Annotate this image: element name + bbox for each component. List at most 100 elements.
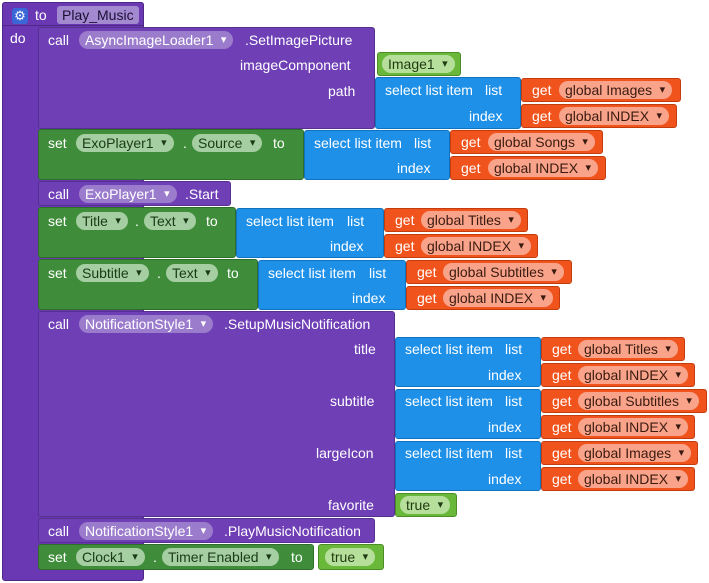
variable-dropdown[interactable]: global Titles: [421, 211, 521, 229]
true-logic-block[interactable]: true: [395, 493, 457, 517]
true-logic-block[interactable]: true: [318, 544, 384, 570]
set-subtitle-text-block[interactable]: set Subtitle . Text to: [38, 259, 258, 310]
select-list-item-block[interactable]: select list item list index: [395, 441, 541, 491]
get-keyword: get: [395, 212, 415, 228]
select-list-item-label: select list item: [314, 135, 402, 151]
get-keyword: get: [552, 367, 572, 383]
select-list-item-block[interactable]: select list item list index: [375, 77, 521, 129]
component-dropdown-asyncimageloader[interactable]: AsyncImageLoader1: [79, 31, 234, 49]
variable-dropdown[interactable]: global INDEX: [443, 289, 554, 307]
get-variable-block[interactable]: get global Titles: [541, 337, 685, 361]
method-label: .SetImagePicture: [245, 32, 353, 48]
set-keyword: set: [48, 213, 67, 229]
call-setupmusicnotification-block[interactable]: call NotificationStyle1 .SetupMusicNotif…: [38, 311, 395, 517]
call-setimagepicture-block[interactable]: call AsyncImageLoader1 .SetImagePicture …: [38, 27, 375, 129]
get-variable-block[interactable]: get global INDEX: [541, 363, 695, 387]
procedure-name-field[interactable]: Play_Music: [57, 6, 139, 24]
property-dropdown-text[interactable]: Text: [166, 264, 218, 282]
property-dropdown-text[interactable]: Text: [144, 212, 196, 230]
variable-dropdown[interactable]: global Images: [578, 444, 692, 462]
get-variable-block[interactable]: get global Subtitles: [406, 260, 572, 284]
set-exoplayer-source-block[interactable]: set ExoPlayer1 . Source to: [38, 129, 304, 180]
variable-dropdown[interactable]: global Images: [559, 81, 673, 99]
get-keyword: get: [417, 290, 437, 306]
select-list-item-block[interactable]: select list item list index: [304, 130, 450, 180]
get-variable-block[interactable]: get global Titles: [384, 208, 528, 232]
select-list-item-label: select list item: [405, 445, 493, 461]
boolean-dropdown[interactable]: true: [400, 496, 451, 514]
variable-dropdown[interactable]: global INDEX: [578, 470, 689, 488]
do-keyword: do: [10, 30, 26, 46]
list-socket-label: list: [414, 135, 432, 151]
variable-dropdown[interactable]: global Titles: [578, 340, 678, 358]
index-socket-label: index: [488, 367, 522, 383]
get-variable-block[interactable]: get global INDEX: [541, 467, 695, 491]
property-dropdown-source[interactable]: Source: [192, 134, 263, 152]
get-variable-block[interactable]: get global Images: [541, 441, 698, 465]
select-list-item-label: select list item: [405, 393, 493, 409]
variable-dropdown[interactable]: global Subtitles: [443, 263, 564, 281]
select-list-item-label: select list item: [246, 213, 334, 229]
list-socket-label: list: [505, 445, 523, 461]
set-keyword: set: [48, 265, 67, 281]
variable-dropdown[interactable]: global INDEX: [578, 418, 689, 436]
call-playmusicnotification-block[interactable]: call NotificationStyle1 .PlayMusicNotifi…: [38, 518, 375, 543]
variable-dropdown[interactable]: global INDEX: [421, 237, 532, 255]
get-keyword: get: [552, 471, 572, 487]
set-keyword: set: [48, 135, 67, 151]
select-list-item-block[interactable]: select list item list index: [236, 208, 384, 258]
get-variable-block[interactable]: get global INDEX: [406, 286, 560, 310]
select-list-item-block[interactable]: select list item list index: [395, 337, 541, 387]
get-variable-block[interactable]: get global INDEX: [541, 415, 695, 439]
image1-component-block[interactable]: Image1: [377, 52, 461, 76]
select-list-item-block[interactable]: select list item list index: [395, 389, 541, 439]
variable-dropdown[interactable]: global INDEX: [559, 107, 670, 125]
component-dropdown-subtitle[interactable]: Subtitle: [76, 264, 149, 282]
get-variable-block[interactable]: get global INDEX: [384, 234, 538, 258]
component-dropdown-image1[interactable]: Image1: [382, 55, 455, 73]
get-variable-block[interactable]: get global Subtitles: [541, 389, 707, 413]
procedure-header[interactable]: ⚙ to Play_Music: [2, 2, 144, 26]
select-list-item-label: select list item: [405, 341, 493, 357]
get-keyword: get: [552, 445, 572, 461]
get-variable-block[interactable]: get global Images: [521, 78, 681, 102]
component-dropdown-notificationstyle[interactable]: NotificationStyle1: [79, 315, 214, 333]
get-variable-block[interactable]: get global INDEX: [450, 156, 606, 180]
to-keyword: to: [273, 135, 285, 151]
boolean-dropdown[interactable]: true: [325, 548, 376, 566]
set-keyword: set: [48, 549, 67, 565]
component-dropdown-title[interactable]: Title: [76, 212, 128, 230]
variable-dropdown[interactable]: global Songs: [488, 133, 595, 151]
arg-label-largeicon: largeIcon: [316, 445, 374, 461]
get-keyword: get: [461, 134, 481, 150]
arg-label-subtitle: subtitle: [330, 393, 375, 409]
get-keyword: get: [395, 238, 415, 254]
set-title-text-block[interactable]: set Title . Text to: [38, 207, 236, 258]
select-list-item-block[interactable]: select list item list index: [258, 260, 406, 310]
component-dropdown-exoplayer[interactable]: ExoPlayer1: [79, 185, 177, 203]
get-variable-block[interactable]: get global INDEX: [521, 104, 677, 128]
get-keyword: get: [552, 393, 572, 409]
get-variable-block[interactable]: get global Songs: [450, 130, 603, 154]
gear-icon[interactable]: ⚙: [12, 8, 28, 24]
dot-separator: .: [157, 265, 161, 281]
to-keyword: to: [206, 213, 218, 229]
set-clock-timerenabled-block[interactable]: set Clock1 . Timer Enabled to: [38, 544, 314, 570]
call-exoplayer-start-block[interactable]: call ExoPlayer1 .Start: [38, 181, 231, 206]
variable-dropdown[interactable]: global INDEX: [488, 159, 599, 177]
arg-label-title: title: [354, 341, 376, 357]
get-keyword: get: [532, 82, 552, 98]
arg-label-path: path: [328, 83, 356, 99]
component-dropdown-clock[interactable]: Clock1: [76, 548, 145, 566]
variable-dropdown[interactable]: global INDEX: [578, 366, 689, 384]
variable-dropdown[interactable]: global Subtitles: [578, 392, 699, 410]
property-dropdown-timer-enabled[interactable]: Timer Enabled: [162, 548, 279, 566]
get-keyword: get: [552, 341, 572, 357]
index-socket-label: index: [488, 471, 522, 487]
component-dropdown-notificationstyle[interactable]: NotificationStyle1: [79, 522, 214, 540]
call-keyword: call: [48, 32, 70, 48]
list-socket-label: list: [485, 82, 503, 98]
component-dropdown-exoplayer[interactable]: ExoPlayer1: [76, 134, 174, 152]
call-keyword: call: [48, 186, 70, 202]
list-socket-label: list: [505, 393, 523, 409]
